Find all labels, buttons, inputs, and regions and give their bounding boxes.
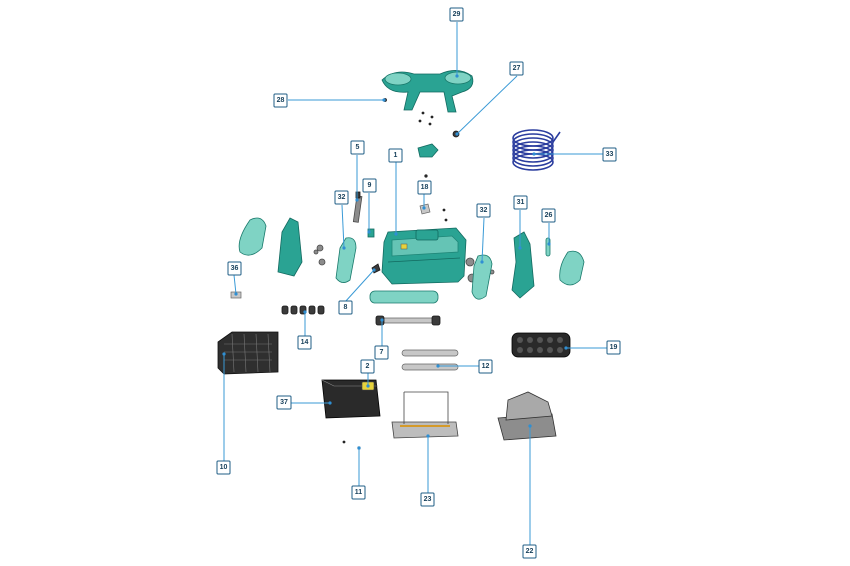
- part-bushings: [281, 305, 325, 315]
- svg-text:23: 23: [424, 496, 432, 503]
- svg-text:10: 10: [220, 464, 228, 471]
- part-rod: [352, 191, 363, 223]
- callout-14: 14: [297, 335, 312, 350]
- callout-18: 18: [417, 180, 432, 195]
- callout-10: 10: [216, 460, 231, 475]
- callout-1: 1: [388, 148, 403, 163]
- svg-text:12: 12: [482, 363, 490, 370]
- svg-text:36: 36: [231, 265, 239, 272]
- svg-text:19: 19: [610, 344, 618, 351]
- svg-text:32: 32: [480, 207, 488, 214]
- callout-8: 8: [338, 300, 353, 315]
- callout-29: 29: [449, 7, 464, 22]
- callout-33: 33: [602, 147, 617, 162]
- callout-36: 36: [227, 261, 242, 276]
- svg-text:11: 11: [355, 489, 363, 496]
- part-left-wheel-cover: [238, 217, 267, 256]
- svg-text:29: 29: [453, 11, 461, 18]
- svg-text:22: 22: [526, 548, 534, 555]
- part-right-wheel-cover: [559, 250, 585, 286]
- part-clip-8: [371, 263, 381, 274]
- leader-dots: [222, 74, 568, 450]
- svg-text:5: 5: [356, 144, 360, 151]
- part-screw-11a: [342, 440, 346, 444]
- part-filter-frame: [391, 391, 459, 439]
- svg-text:26: 26: [545, 212, 553, 219]
- callout-32-right: 32: [476, 203, 491, 218]
- svg-text:9: 9: [368, 182, 372, 189]
- part-left-side-32: [335, 237, 357, 283]
- svg-text:37: 37: [280, 399, 288, 406]
- callout-27: 27: [509, 61, 524, 76]
- part-cover: [497, 391, 557, 441]
- part-brush-black: [511, 332, 571, 358]
- part-right-side-32: [471, 254, 493, 300]
- svg-text:33: 33: [606, 151, 614, 158]
- part-left-side-panel: [277, 217, 303, 277]
- part-tracks: [401, 349, 459, 371]
- svg-text:7: 7: [380, 349, 384, 356]
- callout-2: 2: [360, 359, 375, 374]
- part-brush-roller: [369, 290, 439, 304]
- callout-37: 37: [276, 395, 292, 410]
- svg-text:32: 32: [338, 194, 346, 201]
- callout-26: 26: [541, 208, 556, 223]
- callout-19: 19: [606, 340, 621, 355]
- svg-text:27: 27: [513, 65, 521, 72]
- part-handle: [381, 70, 474, 113]
- svg-text:14: 14: [301, 339, 309, 346]
- callout-12: 12: [478, 359, 493, 374]
- callout-11: 11: [351, 485, 366, 500]
- svg-text:18: 18: [421, 184, 429, 191]
- callout-7: 7: [374, 345, 389, 360]
- part-axle: [375, 315, 441, 326]
- svg-text:28: 28: [277, 97, 285, 104]
- callout-5: 5: [350, 140, 365, 155]
- part-filter-basket: [217, 331, 279, 375]
- callout-32-left: 32: [334, 190, 349, 205]
- callout-9: 9: [362, 178, 377, 193]
- part-cable-coil: [512, 129, 561, 171]
- svg-text:31: 31: [517, 199, 525, 206]
- part-right-side-panel: [511, 231, 535, 299]
- part-main-body: [381, 227, 467, 285]
- part-left-bearings: [313, 244, 326, 266]
- part-screws-top: [418, 111, 434, 126]
- callout-22: 22: [522, 544, 537, 559]
- callout-31: 31: [513, 195, 528, 210]
- svg-text:2: 2: [366, 363, 370, 370]
- callout-23: 23: [420, 492, 435, 507]
- callout-28: 28: [273, 93, 288, 108]
- svg-text:8: 8: [344, 304, 348, 311]
- leader-lines: [223, 22, 610, 545]
- svg-text:1: 1: [394, 152, 398, 159]
- part-connector: [417, 143, 439, 158]
